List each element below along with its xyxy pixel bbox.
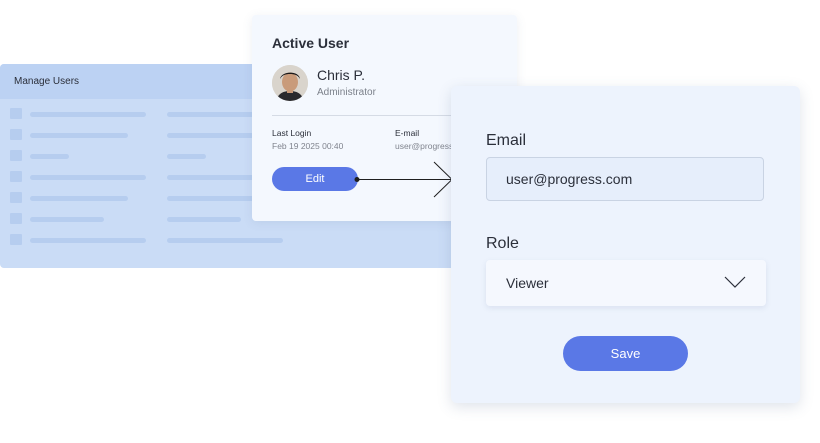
text-placeholder xyxy=(167,112,262,117)
row-checkbox[interactable] xyxy=(10,150,22,161)
row-checkbox[interactable] xyxy=(10,234,22,245)
user-role: Administrator xyxy=(317,87,376,98)
text-placeholder xyxy=(30,217,104,222)
email-field-label: Email xyxy=(486,132,527,149)
divider xyxy=(272,115,512,116)
role-dropdown-value: Viewer xyxy=(506,275,549,291)
edit-button[interactable]: Edit xyxy=(272,167,358,191)
manage-users-title: Manage Users xyxy=(14,76,80,87)
user-name: Chris P. xyxy=(317,67,365,83)
text-placeholder xyxy=(167,175,262,180)
email-field-value: user@progress.com xyxy=(506,171,633,187)
text-placeholder xyxy=(30,238,146,243)
role-dropdown[interactable]: Viewer xyxy=(486,260,766,306)
text-placeholder xyxy=(30,196,128,201)
avatar xyxy=(272,65,308,101)
email-label: E-mail xyxy=(395,128,420,138)
last-login-value: Feb 19 2025 00:40 xyxy=(272,141,344,151)
role-field-label: Role xyxy=(486,235,519,252)
text-placeholder xyxy=(30,133,128,138)
text-placeholder xyxy=(167,196,262,201)
email-field[interactable]: user@progress.com xyxy=(486,157,764,201)
chevron-down-icon[interactable] xyxy=(724,276,746,289)
row-checkbox[interactable] xyxy=(10,192,22,203)
last-login-label: Last Login xyxy=(272,128,312,138)
text-placeholder xyxy=(30,175,146,180)
text-placeholder xyxy=(30,154,69,159)
text-placeholder xyxy=(167,154,206,159)
row-checkbox[interactable] xyxy=(10,171,22,182)
card-title: Active User xyxy=(272,35,350,51)
text-placeholder xyxy=(30,112,146,117)
avatar-photo-icon xyxy=(272,65,308,101)
save-button[interactable]: Save xyxy=(563,336,688,371)
edit-user-form: Email user@progress.com Role Viewer Save xyxy=(451,86,800,403)
email-value: user@progress.com xyxy=(395,141,453,151)
row-checkbox[interactable] xyxy=(10,213,22,224)
arrow-icon xyxy=(354,161,453,198)
text-placeholder xyxy=(167,217,241,222)
text-placeholder xyxy=(167,133,262,138)
row-checkbox[interactable] xyxy=(10,129,22,140)
row-checkbox[interactable] xyxy=(10,108,22,119)
text-placeholder xyxy=(167,238,283,243)
